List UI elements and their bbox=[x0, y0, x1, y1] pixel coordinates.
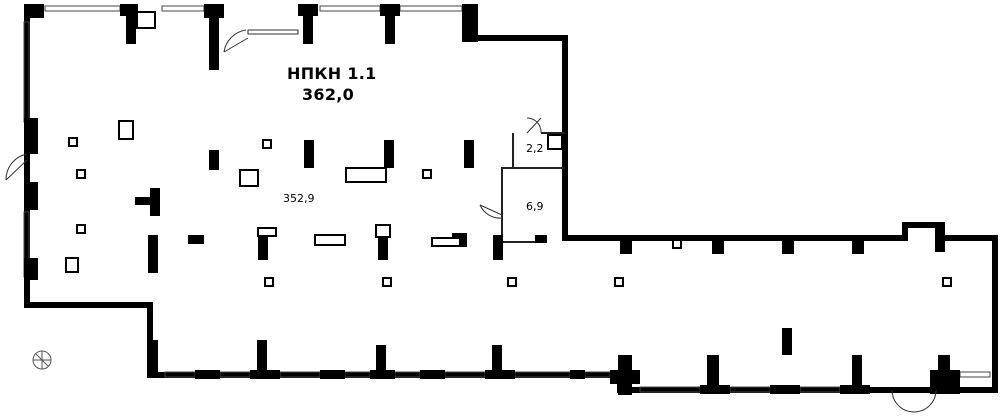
wall-piers bbox=[24, 4, 960, 395]
windows bbox=[23, 5, 991, 393]
unit-total-area: 362,0 bbox=[302, 85, 355, 104]
exterior-walls bbox=[24, 8, 998, 393]
unit-name: НПКН 1.1 bbox=[287, 64, 377, 83]
outer-wall bbox=[24, 8, 998, 393]
duct-shafts bbox=[65, 11, 952, 287]
columns bbox=[135, 140, 792, 355]
doors bbox=[5, 29, 937, 413]
north-indicator bbox=[32, 350, 52, 370]
interior-partitions bbox=[501, 132, 565, 243]
room-area-restroom-large: 6,9 bbox=[526, 200, 544, 213]
room-area-restroom-small: 2,2 bbox=[526, 142, 544, 155]
room-area-main-hall: 352,9 bbox=[283, 192, 315, 205]
